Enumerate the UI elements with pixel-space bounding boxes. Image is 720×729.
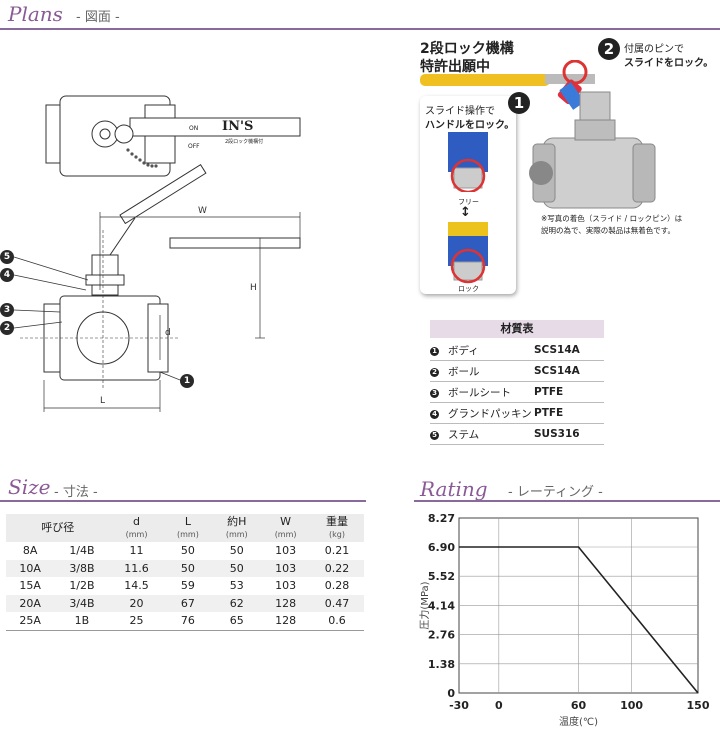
size-col-w: W(mm) [261, 514, 311, 542]
size-col-weight: 重量(kg) [310, 514, 364, 542]
callout-3: 3 [0, 303, 14, 317]
material-row: 2 ボール SCS14A [430, 360, 604, 382]
material-no: 1 [430, 347, 439, 356]
y-tick-label: 2.76 [428, 629, 455, 642]
material-no: 2 [430, 368, 439, 377]
feature-headline-2: 特許出願中 [420, 59, 490, 75]
size-divider [0, 500, 366, 502]
dim-h-label: H [250, 283, 257, 293]
badge-2: 2 [598, 38, 620, 60]
y-tick-label: 5.52 [428, 570, 455, 583]
y-tick-label: 6.90 [428, 541, 455, 554]
materials-table: 1 ボディ SCS14A 2 ボール SCS14A 3 ボールシート PTFE … [430, 340, 604, 445]
note1-line1: スライド操作で [425, 106, 495, 117]
material-part: ステム [448, 423, 534, 445]
material-no: 4 [430, 410, 439, 419]
rating-subtitle: - レーティング - [508, 485, 603, 500]
material-no: 5 [430, 431, 439, 440]
size-col-l: L(mm) [163, 514, 213, 542]
material-row: 5 ステム SUS316 [430, 423, 604, 445]
y-axis-label: 圧力(MPa) [418, 581, 431, 629]
x-tick-label: 60 [571, 699, 587, 712]
dim-w-label: W [198, 206, 207, 216]
material-part: ボディ [448, 340, 534, 361]
x-tick-label: 100 [620, 699, 643, 712]
callout-4: 4 [0, 268, 14, 282]
arrow-icon: ↕ [460, 205, 471, 220]
size-title: Size [8, 475, 51, 499]
photo-note-1: ※写真の着色（スライド / ロックピン）は [541, 214, 683, 223]
dim-l-label: L [100, 396, 106, 406]
y-tick-label: 8.27 [428, 512, 455, 525]
valve-drawing [13, 95, 301, 412]
y-tick-label: 1.38 [428, 658, 455, 671]
material-part: グランドパッキン [448, 402, 534, 424]
plans-subtitle: - 図面 - [76, 10, 120, 25]
lock-label: ロック [458, 285, 479, 293]
material-row: 3 ボールシート PTFE [430, 381, 604, 403]
x-tick-label: 0 [495, 699, 503, 712]
size-table-bottom-rule [6, 630, 364, 631]
size-subtitle: - 寸法 - [54, 485, 98, 500]
material-row: 4 グランドパッキン PTFE [430, 402, 604, 424]
rating-divider [414, 500, 720, 502]
dim-d-label: d [165, 328, 171, 338]
size-col-h: 約H(mm) [212, 514, 262, 542]
free-label: フリー [458, 198, 479, 206]
x-tick-label: 150 [687, 699, 710, 712]
material-row: 1 ボディ SCS14A [430, 340, 604, 361]
feature-headline-1: 2段ロック機構 [420, 41, 514, 57]
y-tick-label: 0 [447, 687, 455, 700]
material-name: SUS316 [534, 423, 604, 445]
callout-1: 1 [180, 374, 194, 388]
handle-logo: IN'S [222, 119, 254, 134]
rating-series-line [459, 546, 699, 694]
note1-line2: ハンドルをロック。 [425, 120, 515, 131]
badge-1: 1 [508, 92, 530, 114]
material-name: PTFE [534, 381, 604, 403]
valve-photo [420, 60, 656, 209]
handle-on-label: ON [189, 125, 199, 132]
material-name: SCS14A [534, 360, 604, 382]
handle-text: 2段ロック機構付 [225, 139, 264, 145]
note2-line1: 付属のピンで [624, 44, 684, 55]
x-tick-label: -30 [449, 699, 469, 712]
slide-lock-photo [448, 222, 488, 284]
x-axis-label: 温度(℃) [559, 715, 598, 728]
material-part: ボール [448, 360, 534, 382]
slide-free-photo [448, 132, 488, 192]
callout-2: 2 [0, 321, 14, 335]
material-name: PTFE [534, 402, 604, 424]
plans-divider [0, 28, 720, 30]
note2-line2: スライドをロック。 [624, 58, 714, 69]
plans-title: Plans [8, 2, 63, 26]
material-no: 3 [430, 389, 439, 398]
handle-off-label: OFF [188, 143, 200, 150]
photo-note-2: 説明の為で、実際の製品は無着色です。 [541, 226, 675, 235]
materials-header: 材質表 [430, 320, 604, 338]
rating-title: Rating [420, 477, 488, 501]
callout-5: 5 [0, 250, 14, 264]
material-part: ボールシート [448, 381, 534, 403]
size-col-nominal: 呼び径 [6, 514, 110, 542]
material-name: SCS14A [534, 340, 604, 361]
y-tick-label: 4.14 [428, 599, 455, 612]
size-col-d: d(mm) [109, 514, 164, 542]
